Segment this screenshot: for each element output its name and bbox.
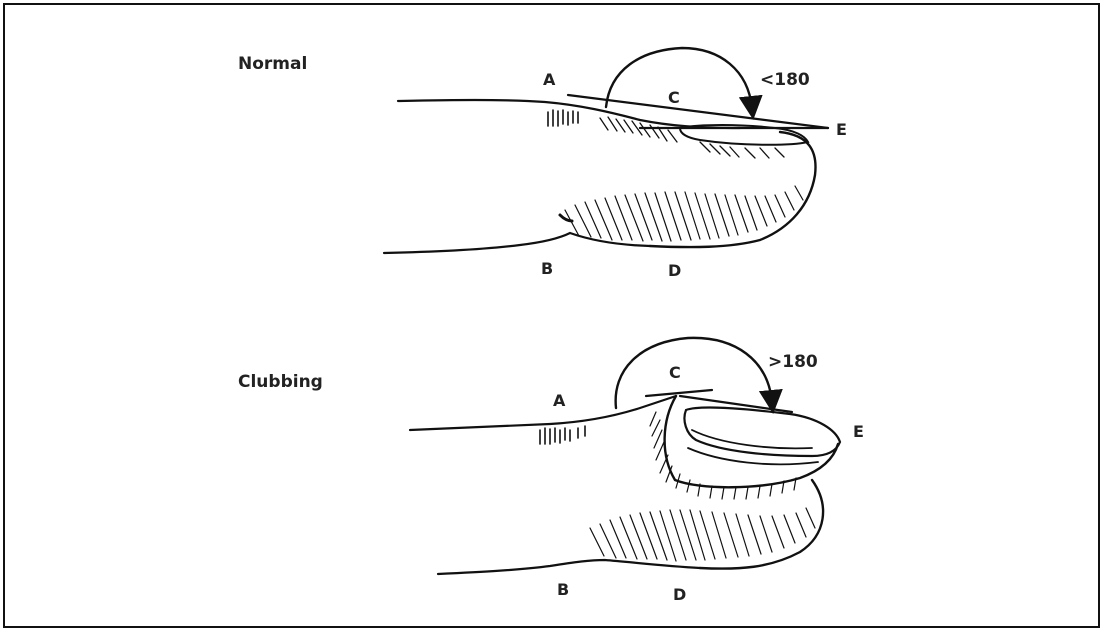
normal-label-e: E [836, 120, 847, 139]
clubbing-title: Clubbing [238, 372, 323, 392]
normal-title: Normal [238, 54, 307, 74]
normal-label-c: C [668, 88, 680, 107]
clubbing-label-b: B [557, 580, 569, 599]
clubbing-finger [410, 338, 840, 574]
clubbing-label-a: A [553, 391, 565, 410]
clubbing-label-e: E [853, 422, 864, 441]
clubbing-label-c: C [669, 363, 681, 382]
normal-angle-label: <180 [760, 70, 810, 90]
normal-label-d: D [668, 261, 681, 280]
clubbing-angle-label: >180 [768, 352, 818, 372]
normal-label-b: B [541, 259, 553, 278]
normal-label-a: A [543, 70, 555, 89]
clubbing-label-d: D [673, 585, 686, 604]
